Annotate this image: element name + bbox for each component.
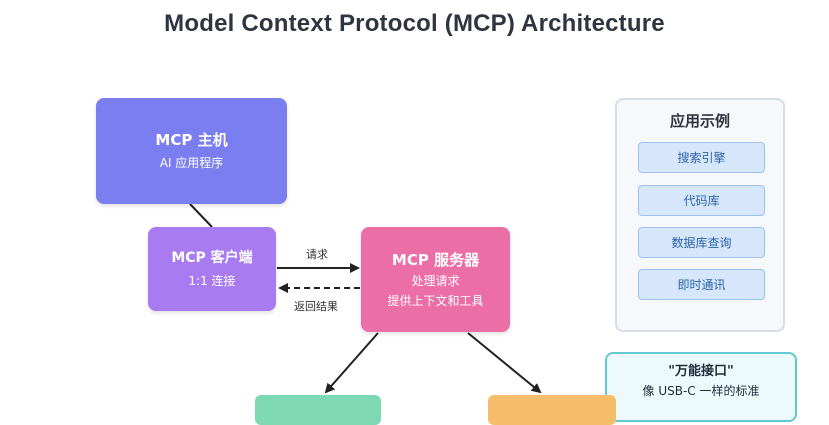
server-title: MCP 服务器	[391, 250, 480, 269]
mcp-server-node: MCP 服务器 处理请求 提供上下文和工具	[361, 227, 510, 332]
connector-layer	[189, 203, 542, 394]
example-codebase: 代码库	[638, 185, 765, 216]
host-client-connector	[189, 203, 213, 228]
client-subtitle: 1:1 连接	[188, 274, 236, 288]
example-search-engine: 搜索引擎	[638, 142, 765, 173]
server-left-arrow	[324, 332, 379, 394]
callout-title: "万能接口"	[668, 364, 734, 379]
mcp-client-node: MCP 客户端 1:1 连接	[148, 227, 276, 311]
host-title: MCP 主机	[155, 131, 228, 149]
example-database-query: 数据库查询	[638, 227, 765, 258]
client-title: MCP 客户端	[171, 250, 253, 266]
server-line-2: 提供上下文和工具	[387, 293, 484, 308]
example-instant-messaging: 即时通讯	[638, 269, 765, 300]
examples-panel: 应用示例 搜索引擎 代码库 数据库查询 即时通讯	[615, 98, 785, 332]
universal-interface-callout: "万能接口" 像 USB-C 一样的标准	[605, 352, 797, 422]
server-right-arrow	[467, 332, 542, 394]
diagram-title: Model Context Protocol (MCP) Architectur…	[164, 10, 665, 37]
host-subtitle: AI 应用程序	[159, 156, 224, 170]
callout-text: 像 USB-C 一样的标准	[642, 384, 760, 398]
server-line-1: 处理请求	[411, 273, 460, 288]
mcp-host-node: MCP 主机 AI 应用程序	[96, 98, 287, 204]
examples-title: 应用示例	[669, 112, 730, 130]
response-label: 返回结果	[294, 300, 338, 313]
request-label: 请求	[306, 248, 328, 261]
